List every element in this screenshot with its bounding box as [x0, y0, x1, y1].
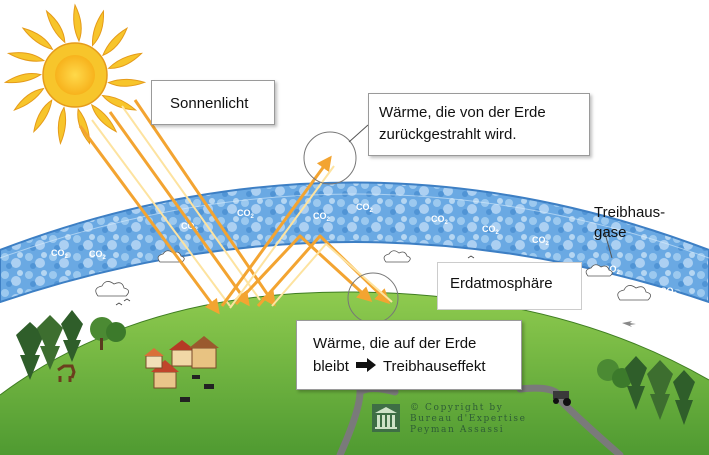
reflected-heat-marker [303, 131, 357, 185]
cows [180, 375, 214, 402]
co2-label: CO2 [482, 224, 500, 236]
trees-left [16, 310, 126, 382]
co2-label: CO2 [356, 202, 374, 214]
copyright-line3: Peyman Assassi [410, 425, 505, 435]
sky-clouds [95, 250, 651, 301]
sunlight-label: Sonnenlicht [151, 80, 275, 125]
reflected-heat-label: Wärme, die von der Erde zurückgestrahlt … [368, 93, 590, 156]
retained-heat-line2-a: bleibt [313, 358, 349, 375]
trapped-rays [234, 234, 393, 307]
copyright-logo [372, 404, 400, 432]
copyright-line2: Bureau d'Expertise [410, 414, 527, 424]
co2-label: CO2 [660, 286, 678, 298]
sunlight-label-text: Sonnenlicht [170, 95, 249, 112]
co2-label: CO2 [431, 214, 449, 226]
airplane-icon [622, 321, 636, 327]
greenhouse-gases-label-text: Treibhaus- gase [594, 204, 666, 241]
birds [115, 255, 475, 306]
copyright-line1: © Copyright by [410, 403, 504, 413]
incoming-sun-rays [78, 99, 276, 315]
trees-right [597, 356, 695, 425]
co2-label: CO2 [89, 249, 107, 261]
village-houses [144, 336, 219, 389]
reflected-ray [220, 155, 335, 309]
tractor-icon [553, 391, 571, 406]
co2-label: CO2 [51, 248, 69, 260]
co2-label: CO2 [532, 235, 550, 247]
copyright-text: © Copyright by Bureau d'Expertise Peyman… [410, 403, 527, 436]
connector-lines [348, 124, 613, 259]
atmosphere-label-text: Erdatmosphäre [450, 275, 553, 292]
reflected-heat-label-text: Wärme, die von der Erde zurückgestrahlt … [379, 104, 546, 143]
arrow-right-icon [356, 356, 377, 379]
retained-heat-line1: Wärme, die auf der Erde [313, 335, 477, 352]
co2-label: CO2 [313, 211, 331, 223]
co2-label: CO2 [237, 208, 255, 220]
sun-icon [3, 3, 147, 146]
retained-heat-label: Wärme, die auf der Erde bleibt Treibhaus… [296, 320, 522, 390]
greenhouse-gases-label: Treibhaus- gase [594, 183, 694, 243]
atmosphere-label: Erdatmosphäre [437, 262, 582, 310]
co2-label: CO2 [603, 264, 621, 276]
retained-heat-line2: bleibt Treibhauseffekt [313, 355, 513, 379]
retained-heat-line2-b: Treibhauseffekt [382, 358, 486, 375]
